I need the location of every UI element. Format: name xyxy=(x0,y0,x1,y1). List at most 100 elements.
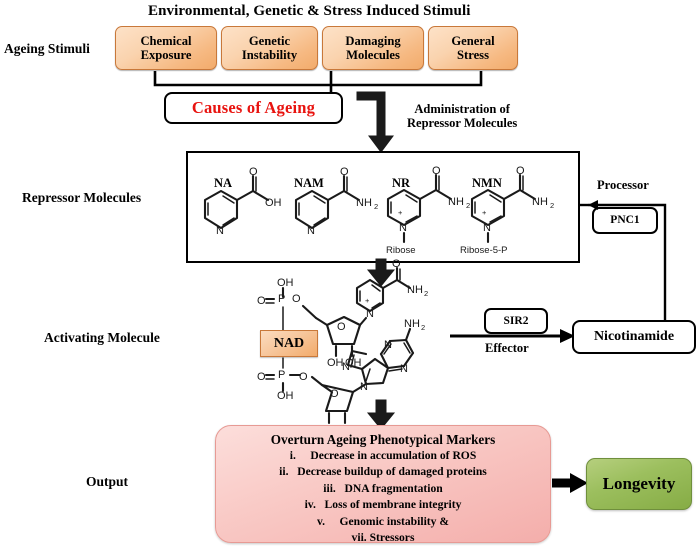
nad-adenine: N N N N NH 2 xyxy=(342,318,425,393)
molecule-nmn: NMN N + Ribose-5-P O NH 2 xyxy=(460,165,554,256)
svg-text:O: O xyxy=(292,293,301,305)
row-label-ageing-stimuli: Ageing Stimuli xyxy=(4,41,90,56)
svg-text:O: O xyxy=(516,165,525,177)
output-box: Overturn Ageing Phenotypical Markers i. … xyxy=(215,425,551,544)
svg-text:N: N xyxy=(216,225,224,237)
svg-text:P: P xyxy=(278,293,285,305)
svg-text:OH: OH xyxy=(265,197,282,209)
stimulus-box-genetic-instability[interactable]: Genetic Instability xyxy=(221,26,318,70)
pnc1-box[interactable]: PNC1 xyxy=(592,207,658,234)
stimulus-box-general-stress[interactable]: General Stress xyxy=(428,26,518,70)
repressor-molecules-box xyxy=(186,151,580,263)
svg-text:NA: NA xyxy=(214,176,232,190)
stimulus-box-damaging-molecules[interactable]: Damaging Molecules xyxy=(322,26,424,70)
effector-label: Effector xyxy=(485,341,529,355)
molecule-nr: NR N + Ribose O NH 2 xyxy=(386,165,470,256)
svg-text:N: N xyxy=(384,339,392,351)
nad-phosphate-bottom: P O OH O xyxy=(257,357,324,402)
stimulus-line1: Damaging xyxy=(345,33,401,48)
svg-text:N: N xyxy=(342,361,350,373)
svg-text:Ribose: Ribose xyxy=(386,245,416,256)
administration-label: Administration of Repressor Molecules xyxy=(407,102,517,131)
svg-text:NH: NH xyxy=(356,197,372,209)
row-label-output: Output xyxy=(86,474,129,489)
processor-label: Processor xyxy=(597,178,649,192)
sir2-box[interactable]: SIR2 xyxy=(484,308,548,334)
stimulus-line1: Genetic xyxy=(248,33,291,48)
svg-text:O: O xyxy=(432,165,441,177)
longevity-label: Longevity xyxy=(602,474,676,493)
causes-of-ageing-label: Causes of Ageing xyxy=(191,97,316,117)
svg-text:2: 2 xyxy=(421,323,425,332)
svg-text:N: N xyxy=(360,381,368,393)
nicotinamide-box[interactable]: Nicotinamide xyxy=(572,320,696,354)
svg-text:P: P xyxy=(278,369,285,381)
output-marker-list: i. Decrease in accumulation of ROS ii. D… xyxy=(226,448,540,547)
svg-text:N: N xyxy=(483,222,491,234)
svg-text:2: 2 xyxy=(424,289,428,298)
svg-text:N: N xyxy=(400,363,408,375)
svg-text:Ribose-5-P: Ribose-5-P xyxy=(460,245,508,256)
svg-text:NH: NH xyxy=(404,318,420,330)
output-marker-item: ii. Decrease buildup of damaged proteins xyxy=(279,465,487,479)
svg-text:O: O xyxy=(392,258,401,270)
svg-text:NH: NH xyxy=(448,196,464,208)
svg-text:+: + xyxy=(398,208,403,217)
svg-text:O: O xyxy=(257,371,266,383)
svg-text:OH: OH xyxy=(277,277,294,289)
svg-text:2: 2 xyxy=(550,201,554,210)
svg-text:OH: OH xyxy=(327,357,344,369)
output-marker-item: v. Genomic instability & xyxy=(316,514,450,528)
svg-text:+: + xyxy=(482,208,487,217)
svg-text:O: O xyxy=(340,166,349,178)
nicotinamide-label: Nicotinamide xyxy=(593,329,675,345)
output-marker-item: iii. DNA fragmentation xyxy=(323,481,443,495)
svg-text:NAM: NAM xyxy=(294,176,324,190)
svg-text:O: O xyxy=(299,371,308,383)
svg-text:+: + xyxy=(365,296,370,305)
stimulus-line2: Instability xyxy=(241,48,298,62)
svg-text:OH: OH xyxy=(277,390,294,402)
administration-line2: Repressor Molecules xyxy=(407,116,518,131)
svg-text:NH: NH xyxy=(532,196,548,208)
output-marker-item: vii. Stressors xyxy=(351,531,415,545)
svg-text:O: O xyxy=(249,166,258,178)
longevity-box[interactable]: Longevity xyxy=(586,458,692,510)
stimulus-line2: Exposure xyxy=(140,48,192,62)
diagram-title: Environmental, Genetic & Stress Induced … xyxy=(148,3,471,19)
output-marker-item: i. Decrease in accumulation of ROS xyxy=(289,448,477,462)
stimulus-box-chemical-exposure[interactable]: Chemical Exposure xyxy=(115,26,217,70)
svg-text:NMN: NMN xyxy=(472,176,502,190)
svg-text:2: 2 xyxy=(374,202,378,211)
row-label-repressor-molecules: Repressor Molecules xyxy=(22,190,142,205)
stimulus-line2: Molecules xyxy=(346,48,400,62)
molecule-na: NA N O OH xyxy=(203,166,282,237)
svg-text:O: O xyxy=(330,388,339,400)
nad-tag-label: NAD xyxy=(273,335,305,351)
causes-of-ageing-box[interactable]: Causes of Ageing xyxy=(164,92,343,124)
row-label-activating-molecule: Activating Molecule xyxy=(44,330,160,345)
pnc1-label: PNC1 xyxy=(610,214,640,227)
output-marker-item: iv. Loss of membrane integrity xyxy=(304,498,462,512)
svg-text:N: N xyxy=(307,225,315,237)
nad-nicotinamide-ring: N + O NH 2 xyxy=(355,258,428,320)
stimulus-line1: Chemical xyxy=(140,33,192,48)
molecule-nam: NAM N O NH 2 xyxy=(294,166,378,237)
svg-text:O: O xyxy=(257,295,266,307)
svg-text:N: N xyxy=(399,222,407,234)
svg-text:N: N xyxy=(366,308,374,320)
output-title: Overturn Ageing Phenotypical Markers xyxy=(270,432,496,447)
svg-text:2: 2 xyxy=(466,201,470,210)
svg-text:NH: NH xyxy=(407,284,423,296)
stimulus-line1: General xyxy=(451,33,495,48)
nad-tag[interactable]: NAD xyxy=(260,330,318,357)
